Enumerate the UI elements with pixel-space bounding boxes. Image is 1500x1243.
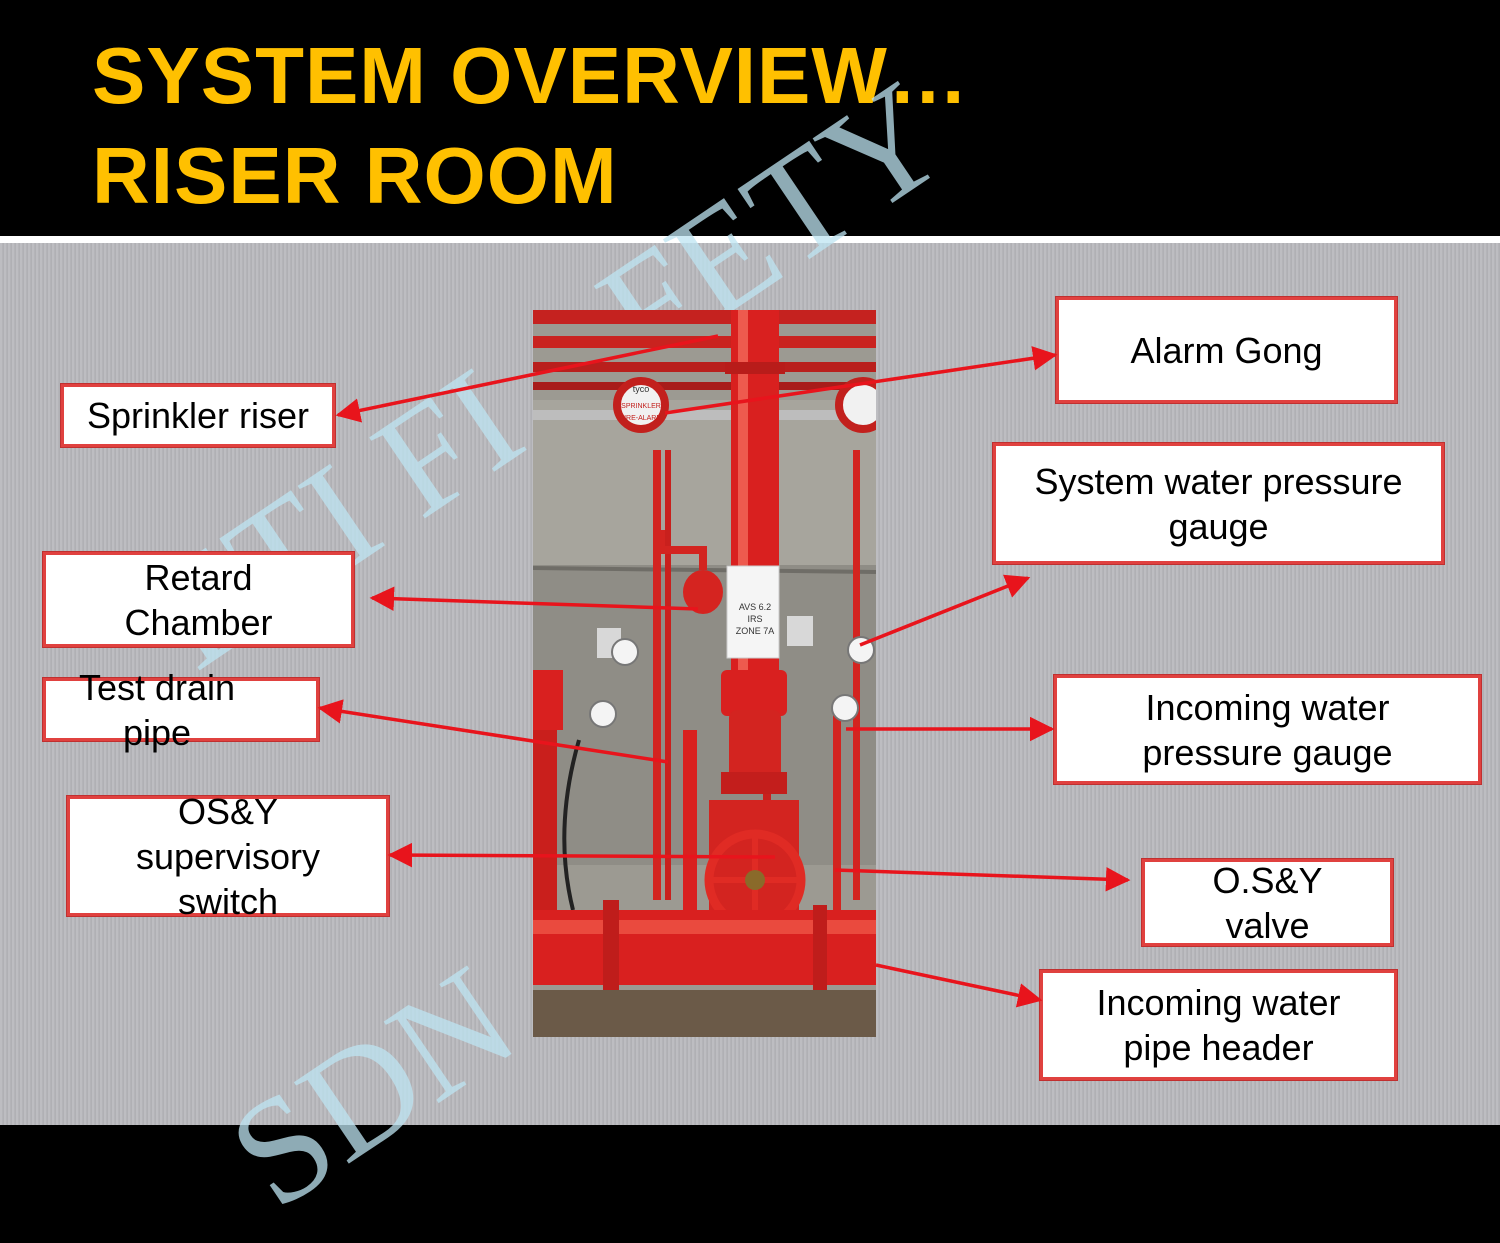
label-incoming-water-pipe-header: Incoming water pipe header xyxy=(1040,970,1397,1080)
header-divider xyxy=(0,236,1500,243)
bell-brand-text: tyco xyxy=(633,384,650,394)
title-bar: SYSTEM OVERVIEW… RISER ROOM xyxy=(0,0,1500,236)
label-test-drain-pipe-text: Test drain pipe xyxy=(78,666,236,753)
bell-text-2: FIRE-ALARM xyxy=(620,415,663,422)
sign-text-1: AVS 6.2 xyxy=(739,602,771,612)
label-system-water-pressure-gauge: System water pressure gauge xyxy=(993,443,1444,564)
label-test-drain-pipe: Test drain pipe xyxy=(43,667,319,753)
sign-text-2: IRS xyxy=(747,614,762,624)
riser-room-photo: tyco SPRINKLER FIRE-ALARM AVS 6.2 IRS ZO… xyxy=(533,310,876,1037)
label-alarm-gong-text: Alarm Gong xyxy=(1130,329,1323,371)
label-sprinkler-riser-text: Sprinkler riser xyxy=(86,395,310,436)
label-osy-valve-text: O.S&Y valve xyxy=(1212,859,1323,946)
label-alarm-gong: Alarm Gong xyxy=(1056,297,1397,403)
label-incoming-water-pipe-header-text: Incoming water pipe header xyxy=(1096,982,1341,1068)
label-sprinkler-riser: Sprinkler riser xyxy=(61,384,335,447)
label-system-water-pressure-gauge-text: System water pressure gauge xyxy=(1034,460,1403,547)
bell-text-1: SPRINKLER xyxy=(621,403,661,410)
label-retard-chamber-text: Retard Chamber xyxy=(124,556,273,643)
label-retard-chamber: Retard Chamber xyxy=(43,552,354,647)
label-incoming-water-pressure-gauge: Incoming water pressure gauge xyxy=(1054,675,1481,784)
label-osy-supervisory-switch: OS&Y supervisory switch xyxy=(67,791,389,922)
label-osy-valve: O.S&Y valve xyxy=(1142,859,1393,946)
label-osy-supervisory-switch-text: OS&Y supervisory switch xyxy=(135,790,321,922)
slide-title-line-2: RISER ROOM xyxy=(92,131,618,220)
label-incoming-water-pressure-gauge-text: Incoming water pressure gauge xyxy=(1142,686,1393,773)
sign-text-3: ZONE 7A xyxy=(736,626,775,636)
slide-title-line-1: SYSTEM OVERVIEW… xyxy=(92,31,969,120)
